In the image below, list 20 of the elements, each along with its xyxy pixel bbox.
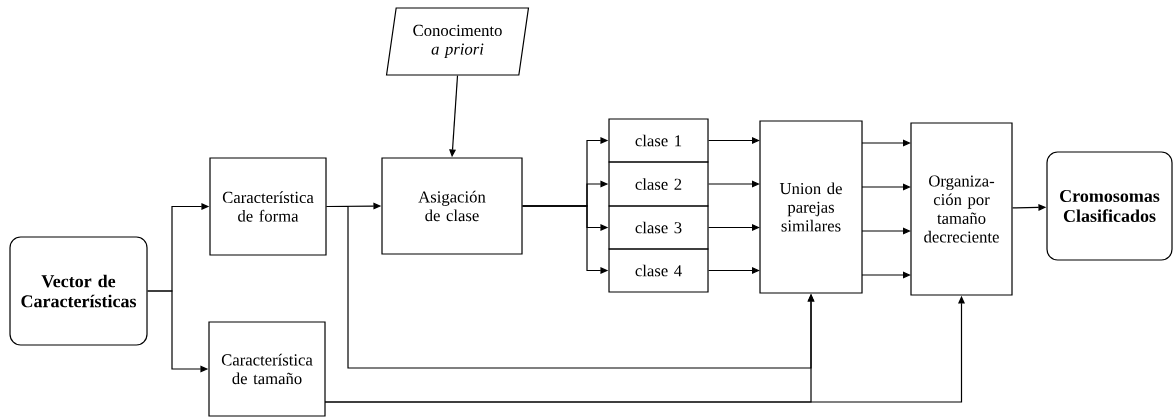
- arrow: [708, 180, 760, 188]
- arrow: [861, 183, 911, 191]
- terminal-box: Cromosomas Clasificados: [1046, 151, 1173, 261]
- process-box: clase 3: [608, 205, 709, 250]
- input-parallelogram: Conocimento a priori: [385, 7, 530, 76]
- arrow: [708, 267, 760, 274]
- arrow: [861, 139, 911, 147]
- process-box: Característica de forma: [209, 157, 327, 256]
- process-box: Asigación de clase: [381, 157, 523, 255]
- process-box: Característica de tamaño: [208, 321, 326, 417]
- arrow: [861, 227, 911, 235]
- process-box: Organiza- ción por tamaño decreciente: [910, 122, 1013, 296]
- process-box: clase 1: [608, 118, 709, 163]
- arrow: [861, 271, 911, 279]
- arrow: [708, 224, 760, 231]
- terminal-box: Vector de Características: [9, 236, 148, 346]
- process-box: Union de parejas similares: [759, 120, 863, 294]
- arrow: [708, 137, 760, 144]
- process-box: clase 2: [608, 161, 709, 207]
- process-box: clase 4: [608, 248, 709, 293]
